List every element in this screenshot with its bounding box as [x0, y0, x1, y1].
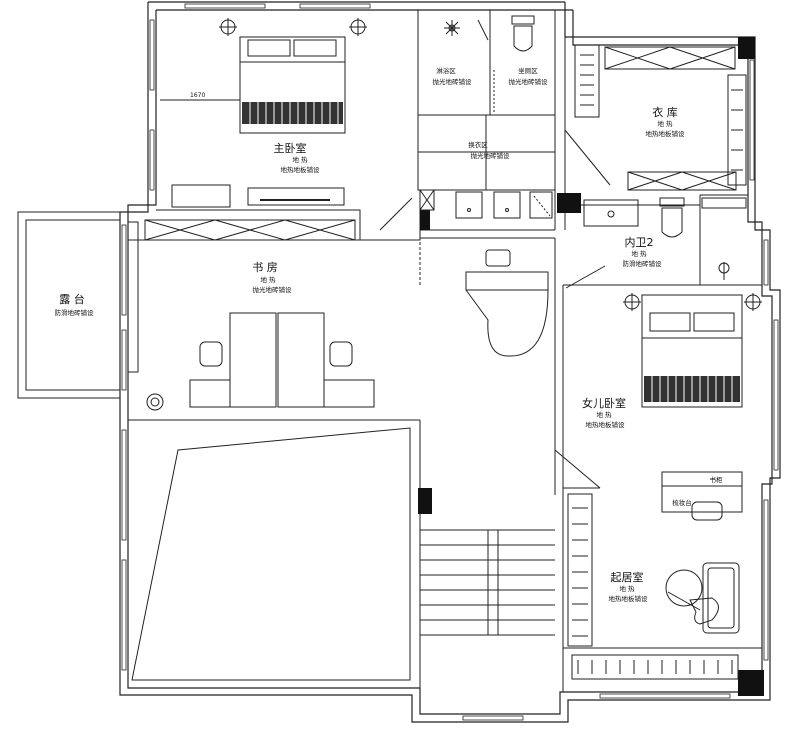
daughter-bed — [623, 293, 762, 408]
study-desks — [146, 312, 375, 411]
labels: 1670 主卧室 地 热 地热地板铺设 淋浴区 抛光地砖铺设 坐厕区 抛光地砖铺… — [55, 66, 724, 603]
daughter-room-line2: 地热地板铺设 — [586, 420, 626, 429]
daughter-room-line1: 地 热 — [596, 410, 612, 419]
living-name: 起居室 — [611, 570, 644, 584]
double-height-void — [131, 427, 411, 681]
closet-name: 衣 库 — [652, 105, 678, 119]
outer-walls — [119, 1, 781, 723]
living-wardrobe — [567, 493, 739, 680]
study-name: 书 房 — [252, 261, 278, 274]
balcony — [17, 211, 120, 399]
daughter-furniture — [661, 471, 743, 521]
changing-cabinets — [418, 115, 555, 190]
toilet-area-line1: 抛光地砖铺设 — [509, 77, 549, 86]
basins — [379, 189, 553, 231]
master-bed — [160, 18, 367, 134]
closet-line2: 地热地板铺设 — [646, 129, 686, 138]
bookshelf-label: 书柜 — [710, 475, 724, 484]
shower-name: 淋浴区 — [436, 66, 456, 75]
living-line1: 地 热 — [619, 584, 635, 593]
shower-fixture — [444, 19, 489, 41]
windows — [121, 3, 779, 721]
bath2-line2: 防滑地砖铺设 — [623, 259, 663, 268]
bath2-fixtures — [565, 197, 747, 289]
bath2-name: 内卫2 — [625, 235, 654, 249]
balcony-line1: 防滑地砖铺设 — [55, 308, 95, 317]
dimension-label: 1670 — [190, 92, 205, 99]
master-furniture — [171, 184, 345, 208]
master-bedroom-line1: 地 热 — [292, 155, 308, 164]
balcony-name: 露 台 — [59, 292, 85, 306]
columns — [418, 37, 764, 696]
changing-name: 换衣区 — [468, 140, 488, 149]
living-seating — [665, 562, 740, 634]
bath2-line1: 地 热 — [631, 249, 647, 258]
living-line2: 地热地板铺设 — [609, 594, 649, 603]
toilet-area-name: 坐厕区 — [518, 66, 538, 75]
closet-wardrobes — [564, 44, 747, 191]
dresser-label: 梳妆台 — [672, 498, 692, 507]
changing-line1: 抛光地砖铺设 — [471, 151, 511, 160]
study-line2: 抛光地砖铺设 — [253, 285, 293, 294]
shower-line1: 抛光地砖铺设 — [433, 77, 473, 86]
piano — [419, 232, 549, 357]
study-line1: 地 热 — [260, 275, 276, 284]
master-bedroom-name: 主卧室 — [274, 141, 307, 155]
toilet-1 — [493, 15, 535, 112]
bed-stripes — [249, 102, 339, 124]
staircase — [420, 449, 601, 636]
daughter-room-name: 女儿卧室 — [582, 396, 626, 410]
closet-line1: 地 热 — [657, 119, 673, 128]
study-bookcase — [127, 219, 356, 373]
master-bedroom-line2: 地热地板铺设 — [281, 165, 321, 174]
